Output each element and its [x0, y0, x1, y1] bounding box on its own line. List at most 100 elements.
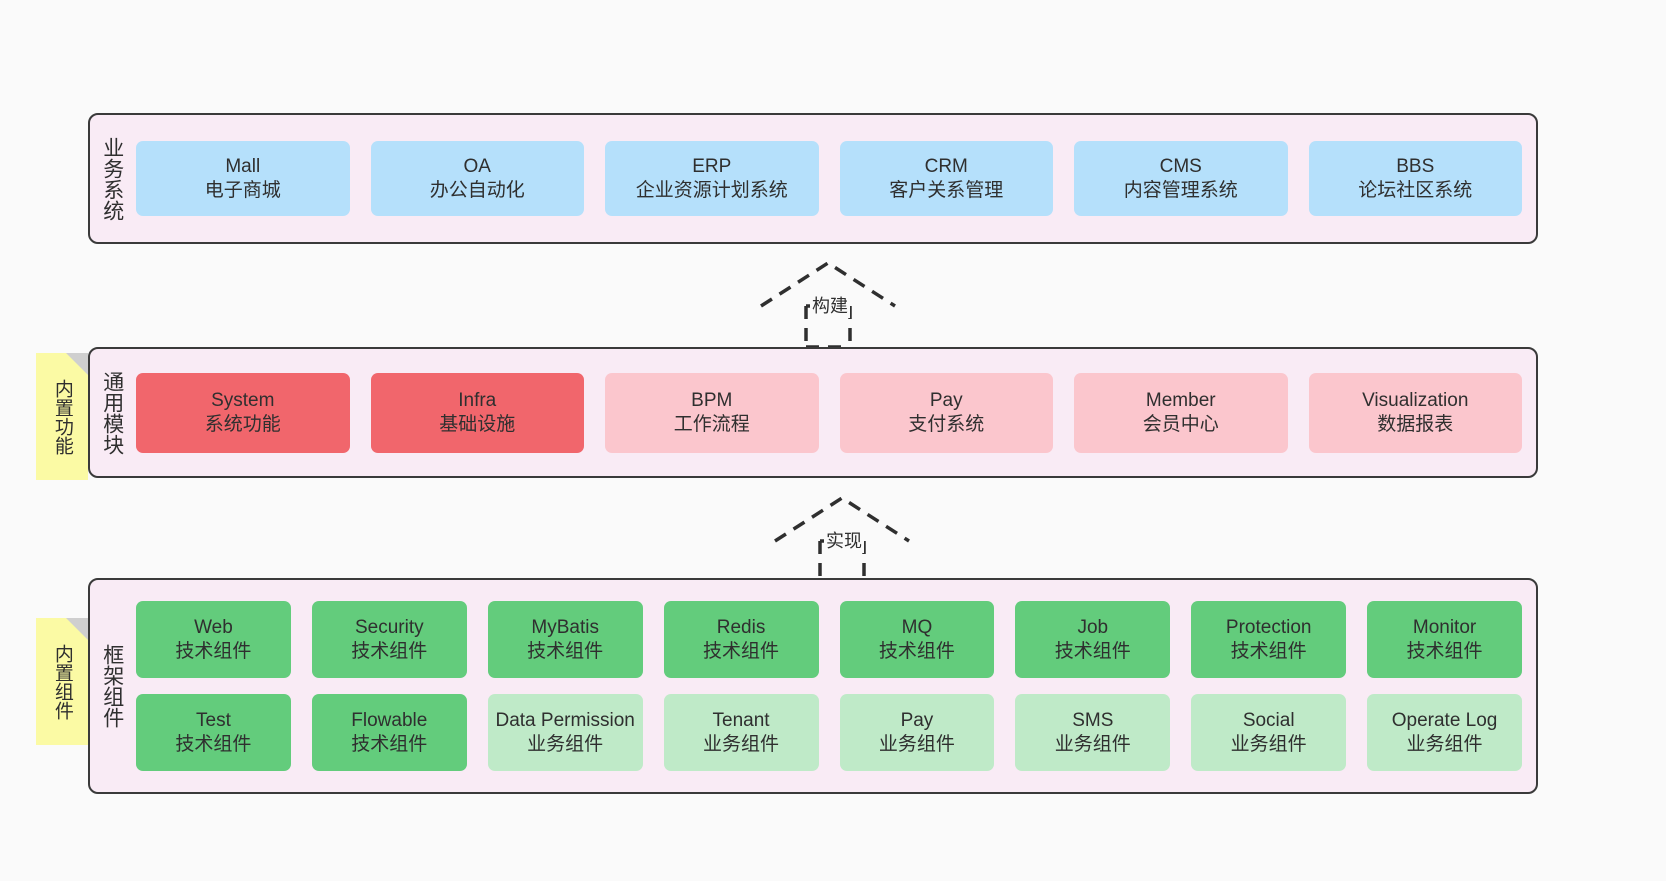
cell-title: Flowable — [351, 709, 428, 731]
cell-title: Security — [354, 616, 424, 638]
cell-subtitle: 数据报表 — [1377, 413, 1454, 435]
cell-subtitle: 业务组件 — [703, 733, 780, 755]
cell-title: Protection — [1225, 616, 1312, 638]
cell-title: Social — [1242, 709, 1295, 731]
cell-title: Mall — [225, 155, 261, 177]
cell-subtitle: 电子商城 — [204, 179, 281, 201]
cell-title: Operate Log — [1391, 709, 1498, 731]
cell-title: MQ — [901, 616, 933, 638]
cell-title: BPM — [691, 389, 733, 411]
cell-subtitle: 业务组件 — [1230, 733, 1307, 755]
cell-title: Data Permission — [495, 709, 635, 731]
cell-subtitle: 支付系统 — [908, 413, 985, 435]
cell-subtitle: 工作流程 — [673, 413, 750, 435]
cell-subtitle: 业务组件 — [878, 733, 955, 755]
cell-title: Monitor — [1412, 616, 1477, 638]
cell-subtitle: 技术组件 — [1230, 640, 1307, 662]
cell-subtitle: 企业资源计划系统 — [635, 179, 788, 201]
cell-subtitle: 技术组件 — [175, 733, 252, 755]
cell-subtitle: 办公自动化 — [429, 179, 525, 201]
note-builtin-features: 内置功能 — [36, 353, 88, 480]
cell-subtitle: 业务组件 — [1054, 733, 1131, 755]
cell-title: Infra — [458, 389, 497, 411]
cell-title: Member — [1145, 389, 1216, 411]
cell-title: Job — [1077, 616, 1109, 638]
cell-subtitle: 技术组件 — [1054, 640, 1131, 662]
cell-subtitle: 基础设施 — [439, 413, 516, 435]
note-builtin-features-label: 内置功能 — [51, 378, 73, 455]
cell-title: BBS — [1396, 155, 1435, 177]
connector-build-label: 构建 — [810, 292, 850, 318]
cell-title: Redis — [716, 616, 766, 638]
note-builtin-components-label: 内置组件 — [51, 643, 73, 720]
cell-subtitle: 技术组件 — [175, 640, 252, 662]
cell-subtitle: 技术组件 — [351, 640, 428, 662]
cell-title: ERP — [692, 155, 732, 177]
cell-title: Web — [194, 616, 233, 638]
connector-build: 构建 — [758, 258, 898, 349]
cell-subtitle: 论坛社区系统 — [1358, 179, 1473, 201]
cell-title: System — [211, 389, 275, 411]
cell-subtitle: 业务组件 — [527, 733, 604, 755]
layer-modules-title: 通用模块 — [100, 370, 124, 455]
layer-framework-title: 框架组件 — [100, 644, 124, 728]
cell-title: Test — [196, 709, 231, 731]
cell-title: Pay — [929, 389, 963, 411]
cell-title: CRM — [924, 155, 968, 177]
connector-implement-label: 实现 — [824, 527, 864, 553]
cell-subtitle: 技术组件 — [878, 640, 955, 662]
cell-title: SMS — [1072, 709, 1114, 731]
cell-subtitle: 技术组件 — [527, 640, 604, 662]
cell-subtitle: 内容管理系统 — [1123, 179, 1238, 201]
cell-title: Pay — [900, 709, 934, 731]
cell-subtitle: 技术组件 — [351, 733, 428, 755]
cell-subtitle: 系统功能 — [204, 413, 281, 435]
layer-business-title: 业务系统 — [100, 136, 124, 221]
note-builtin-components: 内置组件 — [36, 618, 88, 745]
cell-subtitle: 技术组件 — [1406, 640, 1483, 662]
cell-title: CMS — [1159, 155, 1202, 177]
cell-subtitle: 技术组件 — [703, 640, 780, 662]
cell-title: MyBatis — [531, 616, 599, 638]
note-fold-corner-icon — [66, 618, 88, 640]
connector-implement: 实现 — [772, 493, 912, 584]
